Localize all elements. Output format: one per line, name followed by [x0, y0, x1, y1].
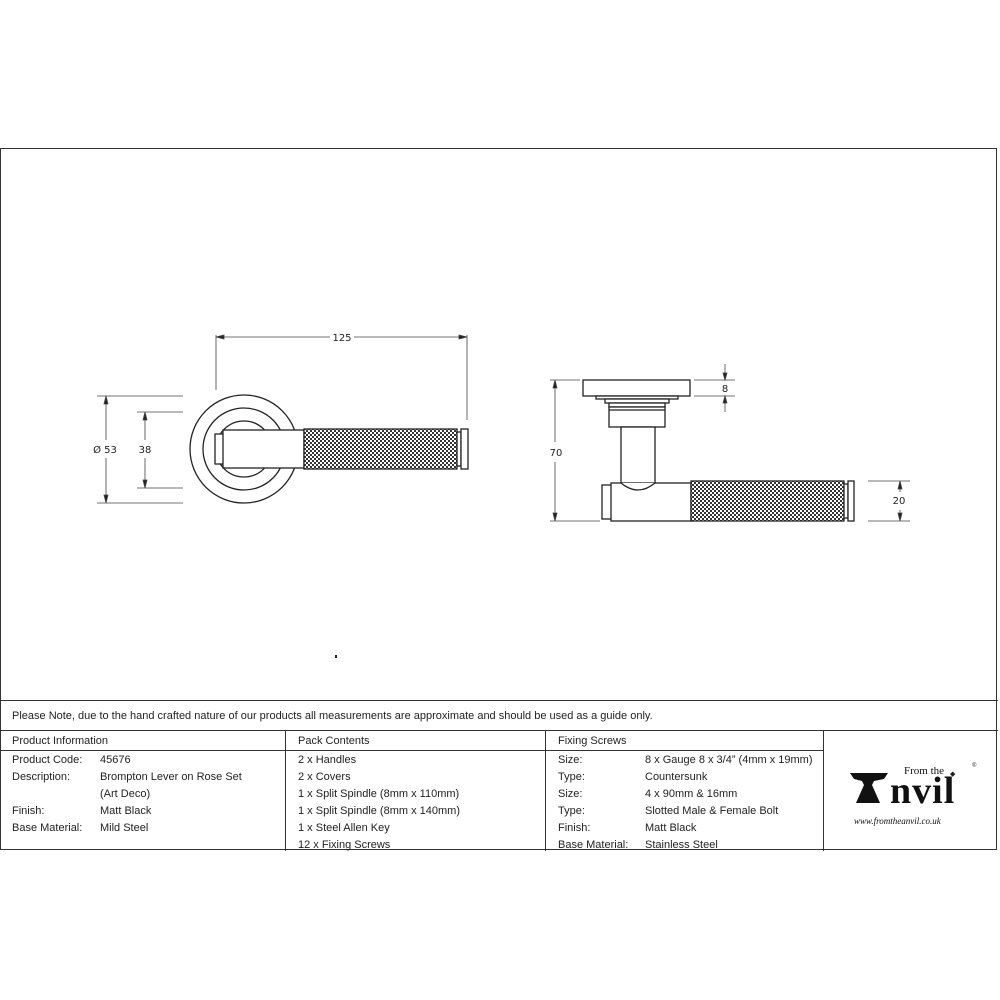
table-row: Size: 4 x 90mm & 16mm [558, 786, 824, 803]
table-row: Base Material: Mild Steel [12, 820, 286, 837]
side-view [582, 379, 855, 522]
list-item: 2 x Covers [298, 771, 351, 783]
logo-registered: ® [972, 763, 977, 769]
from-the-anvil-logo: From the ◆ nvil ® www.fromtheanvil.co.uk [850, 763, 980, 826]
front-dimensions [97, 334, 468, 504]
dim-length: 125 [332, 333, 351, 344]
row-label: Base Material: [558, 839, 629, 851]
logo-brand: nvil [890, 770, 956, 812]
table-row: Finish: Matt Black [558, 820, 824, 837]
row-value: Mild Steel [100, 822, 149, 834]
list-item: 12 x Fixing Screws [298, 839, 391, 851]
table-row: Product Code: 45676 [12, 752, 286, 769]
handle-body [610, 482, 692, 522]
measurement-note: Please Note, due to the hand crafted nat… [0, 700, 998, 730]
table-row: Description: Brompton Lever on Rose Set [12, 769, 286, 786]
row-value: Matt Black [100, 805, 152, 817]
row-value: 45676 [100, 754, 131, 766]
row-label: Type: [558, 805, 585, 817]
row-label: Description: [12, 771, 71, 783]
dim-rose-thickness: 8 [722, 384, 728, 395]
dim-handle-diameter: 20 [893, 496, 906, 507]
list-item: 2 x Handles [298, 754, 357, 766]
fixing-screws-table: Fixing Screws Size: 8 x Gauge 8 x 3/4” (4… [545, 730, 824, 851]
front-view [189, 394, 469, 504]
row-value: 4 x 90mm & 16mm [645, 788, 738, 800]
dim-projection: 70 [550, 448, 563, 459]
row-label: Type: [558, 771, 585, 783]
row-value: Matt Black [645, 822, 697, 834]
diamond-icon: ◆ [950, 771, 956, 778]
logo-from-the: From the [904, 765, 945, 777]
side-end-cap [847, 480, 855, 522]
product-information-header: Product Information [0, 731, 286, 751]
table-row: Finish: Matt Black [12, 803, 286, 820]
drawing-frame [0, 148, 997, 850]
list-item: 1 x Split Spindle (8mm x 110mm) [298, 788, 460, 800]
rose-plate [582, 379, 691, 397]
fixing-screws-header: Fixing Screws [546, 731, 824, 751]
stem-joint [620, 482, 656, 491]
row-value: Slotted Male & Female Bolt [645, 805, 779, 817]
handle-neck [222, 429, 305, 469]
list-item: 1 x Split Spindle (8mm x 140mm) [298, 805, 460, 817]
logo-cell: From the ◆ nvil ® www.fromtheanvil.co.uk [823, 730, 998, 851]
end-cap [460, 428, 469, 470]
row-label: Size: [558, 788, 583, 800]
pack-contents-header: Pack Contents [286, 731, 546, 751]
stem [620, 426, 656, 486]
table-row: Type: Slotted Male & Female Bolt [558, 803, 824, 820]
side-knurled-grip [690, 480, 845, 522]
table-row: (Art Deco) [12, 786, 286, 803]
row-label: Finish: [12, 805, 45, 817]
pack-contents-table: Pack Contents 2 x Handles 2 x Covers 1 x… [285, 730, 546, 851]
knurled-grip [303, 428, 458, 470]
row-label: Finish: [558, 822, 591, 834]
row-label [12, 786, 100, 803]
side-dimensions [550, 364, 910, 522]
anvil-icon [850, 773, 888, 803]
stray-mark [335, 655, 337, 658]
row-label: Base Material: [12, 822, 83, 834]
table-row: Type: Countersunk [558, 769, 824, 786]
list-item: 1 x Steel Allen Key [298, 822, 390, 834]
row-label: Size: [558, 754, 583, 766]
dim-rose-diameter: Ø 53 [93, 444, 117, 456]
row-value: Countersunk [645, 771, 708, 783]
row-value: Brompton Lever on Rose Set [100, 771, 242, 783]
technical-drawing: 125 Ø 53 38 70 8 [93, 333, 910, 658]
row-value: (Art Deco) [100, 788, 151, 800]
row-label: Product Code: [12, 754, 83, 766]
table-row: Base Material: Stainless Steel [558, 837, 824, 854]
table-row: Size: 8 x Gauge 8 x 3/4” (4mm x 19mm) [558, 752, 824, 769]
dim-inner-rose: 38 [139, 445, 152, 456]
row-value: Stainless Steel [645, 839, 718, 851]
product-information-table: Product Information Product Code: 45676 D… [0, 730, 286, 851]
logo-url: www.fromtheanvil.co.uk [854, 816, 941, 826]
row-value: 8 x Gauge 8 x 3/4” (4mm x 19mm) [645, 754, 813, 766]
